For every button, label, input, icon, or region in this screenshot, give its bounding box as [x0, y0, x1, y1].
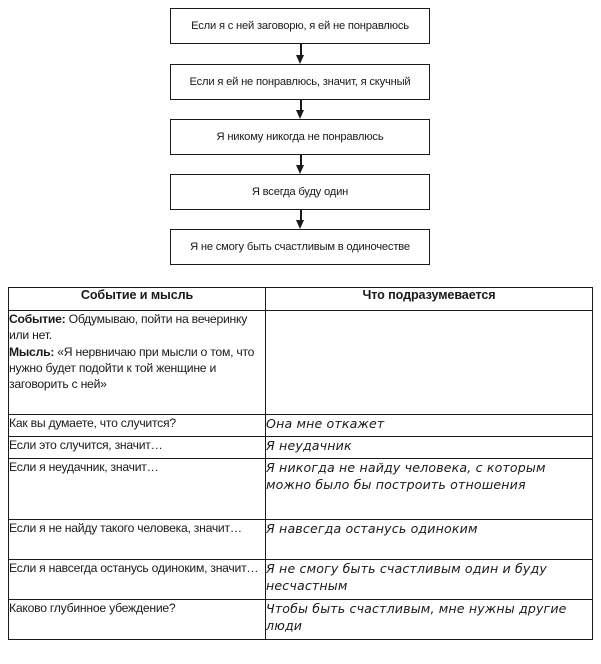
table-row: Событие: Обдумываю, пойти на вечеринку и…	[8, 310, 593, 415]
table-row: Если я навсегда останусь одиноким, значи…	[8, 559, 593, 600]
cell-answer-if-loser[interactable]: Я никогда не найду человека, с которым м…	[265, 458, 593, 520]
flowchart-box-2: Если я ей не понравлюсь, значит, я скучн…	[170, 64, 430, 100]
arrow-shaft	[299, 209, 302, 222]
cell-question-if-no-person: Если я не найду такого человека, значит…	[8, 519, 266, 560]
table-row: Если я не найду такого человека, значит……	[8, 519, 593, 560]
cell-answer-what-will-happen[interactable]: Она мне откажет	[265, 414, 593, 437]
arrow-shaft	[299, 154, 302, 167]
cell-question-if-it-happens: Если это случится, значит…	[8, 436, 266, 459]
flowchart-arrow-down-icon-3	[296, 154, 305, 174]
flowchart-box-3: Я никому никогда не понравлюсь	[170, 119, 430, 155]
flowchart-box-5-label: Я не смогу быть счастливым в одиночестве	[190, 240, 410, 253]
cell-question-if-alone-forever: Если я навсегда останусь одиноким, значи…	[8, 559, 266, 600]
thought-chain-flowchart: Если я с ней заговорю, я ей не понравлюс…	[0, 0, 601, 278]
flowchart-box-4: Я всегда буду один	[170, 174, 430, 210]
flowchart-box-3-label: Я никому никогда не понравлюсь	[216, 130, 384, 143]
arrow-head	[296, 55, 304, 64]
flowchart-box-5: Я не смогу быть счастливым в одиночестве	[170, 229, 430, 265]
flowchart-arrow-down-icon-2	[296, 99, 305, 119]
event-label: Событие:	[9, 312, 66, 326]
arrow-head	[296, 220, 304, 229]
thought-text: «Я нервничаю при мысли о том, что нужно …	[9, 344, 255, 392]
flowchart-box-1-label: Если я с ней заговорю, я ей не понравлюс…	[191, 19, 409, 32]
thought-label: Мысль:	[9, 344, 55, 359]
table-row: Если я неудачник, значит… Я никогда не н…	[8, 458, 593, 520]
cell-answer-core-belief[interactable]: Чтобы быть счастливым, мне нужны другие …	[265, 599, 593, 640]
column-header-event-and-thought: Событие и мысль	[8, 287, 266, 311]
arrow-head	[296, 110, 304, 119]
cell-question-what-will-happen: Как вы думаете, что случится?	[8, 414, 266, 437]
flowchart-arrow-down-icon-4	[296, 209, 305, 229]
cell-answer-if-no-person[interactable]: Я навсегда останусь одиноким	[265, 519, 593, 560]
table-header-row: Событие и мысль Что подразумевается	[8, 287, 593, 311]
arrow-shaft	[299, 44, 302, 57]
arrow-shaft	[299, 99, 302, 112]
downward-arrow-worksheet-table: Событие и мысль Что подразумевается Собы…	[8, 287, 593, 640]
cell-question-core-belief: Каково глубинное убеждение?	[8, 599, 266, 640]
cell-answer-if-it-happens[interactable]: Я неудачник	[265, 436, 593, 459]
column-header-what-it-means: Что подразумевается	[265, 287, 593, 311]
event-text: Обдумываю, пойти на вечеринку или нет.	[9, 312, 248, 343]
flowchart-box-2-label: Если я ей не понравлюсь, значит, я скучн…	[189, 75, 411, 88]
cell-answer-if-alone-forever[interactable]: Я не смогу быть счастливым один и буду н…	[265, 559, 593, 600]
table-row: Если это случится, значит… Я неудачник	[8, 436, 593, 459]
table-row: Как вы думаете, что случится? Она мне от…	[8, 414, 593, 437]
cell-event-and-thought: Событие: Обдумываю, пойти на вечеринку и…	[8, 310, 266, 415]
arrow-head	[296, 165, 304, 174]
cell-what-it-means-empty[interactable]	[265, 310, 593, 415]
table-row: Каково глубинное убеждение? Чтобы быть с…	[8, 599, 593, 640]
cell-question-if-loser: Если я неудачник, значит…	[8, 458, 266, 520]
flowchart-arrow-down-icon-1	[296, 44, 305, 64]
flowchart-box-1: Если я с ней заговорю, я ей не понравлюс…	[170, 8, 430, 44]
flowchart-box-4-label: Я всегда буду один	[251, 185, 349, 198]
